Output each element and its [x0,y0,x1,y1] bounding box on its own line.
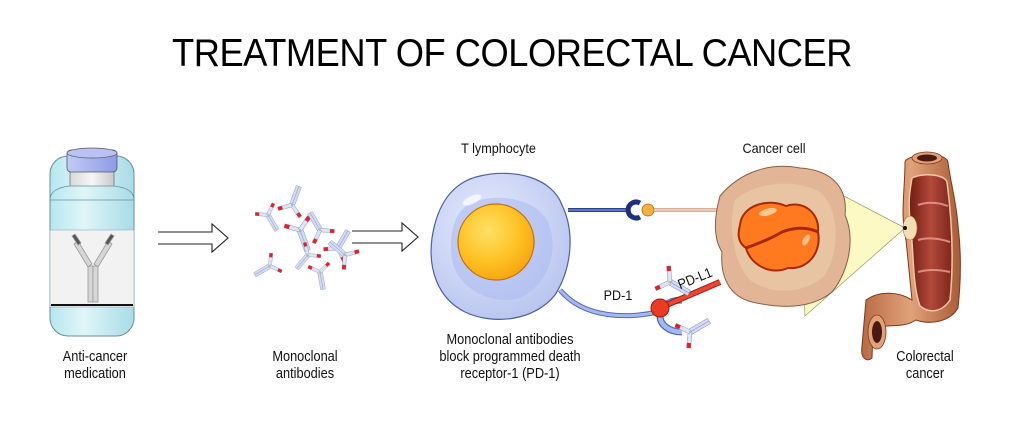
antibody-icon [253,252,283,278]
cancer-cell-label: Cancer cell [742,140,806,156]
antibody-icon [307,211,335,245]
antibody-icon [307,261,331,290]
vial-icon [49,147,135,337]
antibody-icon [71,233,115,303]
label-line: Colorectal [896,349,954,365]
antibody-icon [294,241,322,271]
label-line: Monoclonal antibodies [446,332,574,348]
label-line: Monoclonal [272,349,338,365]
arrow-right-icon [158,222,229,254]
t-cell-icon [430,172,571,320]
diagram-title: TREATMENT OF COLORECTAL CANCER [172,32,852,75]
stage-label-medication: Anti-cancer medication [47,349,144,383]
stage-label-antibodies: Monoclonal antibodies [257,349,354,383]
label-line: receptor-1 (PD-1) [460,366,560,382]
antibody-icon [283,215,312,253]
antibody-icon [674,318,711,349]
antibody-cluster [253,185,360,290]
colon-icon [861,151,961,361]
antibody-icon [277,185,303,219]
antibody-icon [327,239,360,270]
stage-label-colorectal: Colorectal cancer [877,349,974,383]
cancer-cell-icon [714,165,851,307]
label-line: Anti-cancer [62,349,128,365]
pd1-label: PD-1 [603,287,633,303]
tcr-connection [568,199,720,221]
t-lymphocyte-label: T lymphocyte [461,140,536,156]
label-line: antibodies [275,366,335,382]
label-line: medication [64,366,126,382]
blocking-antibodies [654,265,711,349]
antibody-icon [254,202,280,232]
label-line: cancer [905,366,945,382]
arrow-right-icon [352,221,419,253]
antibody-icon [654,265,691,296]
stage-label-blocking: Monoclonal antibodies block programmed d… [422,332,598,383]
label-line: block programmed death [439,349,581,365]
pdl1-ligand-icon [650,279,722,318]
